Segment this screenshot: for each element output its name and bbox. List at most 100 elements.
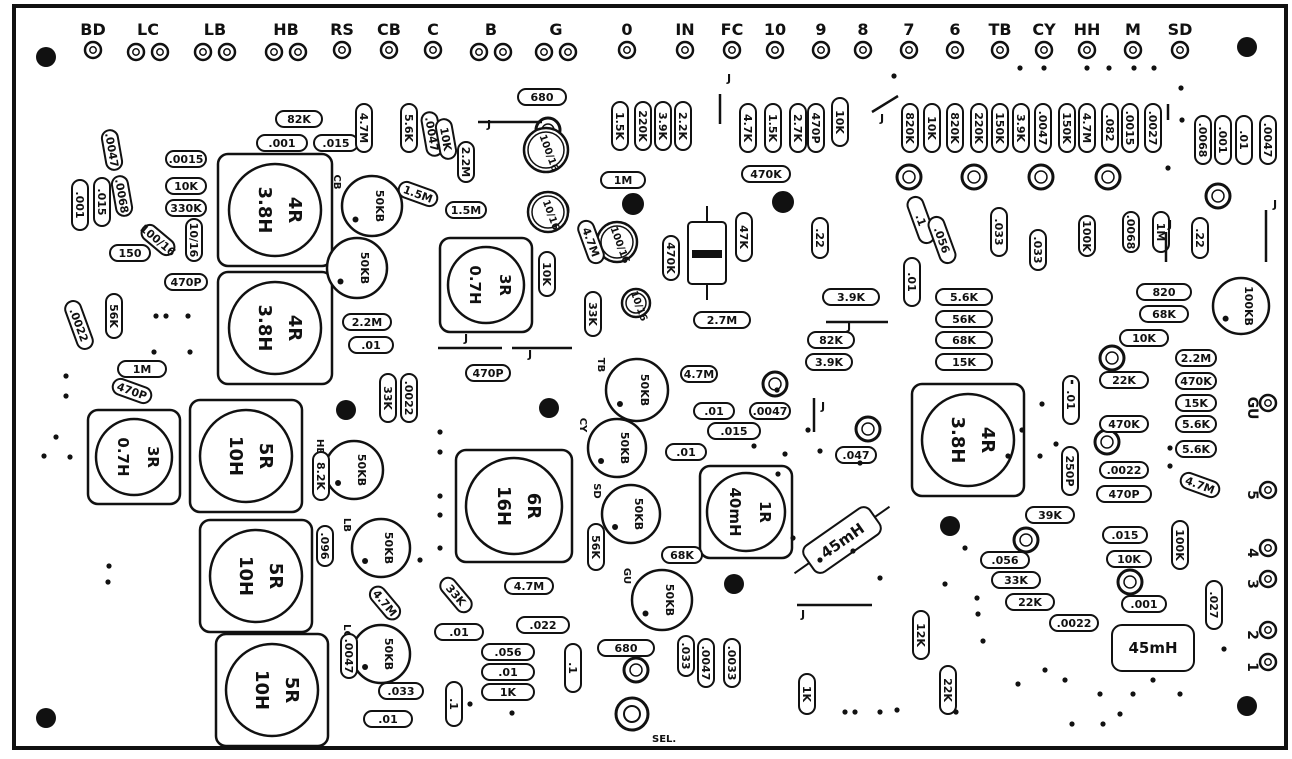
component-value: .015 [322,137,349,150]
component-value: .001 [1216,126,1229,153]
potentiometer: 100KB [1211,276,1271,336]
component-value: 4.7M [514,580,544,593]
component-value: 1K [500,686,517,699]
component: 470K [662,235,680,281]
via [1039,401,1045,407]
via [437,429,443,435]
via [1151,65,1157,71]
hardware-component [687,206,727,300]
component-value: .056 [991,554,1018,567]
component: 470P [1096,485,1152,503]
via [1019,427,1025,433]
component: 470P [465,364,511,382]
component: 1.5M [445,201,487,219]
component: .0047 [697,638,715,688]
component-value: .01 [905,272,918,292]
component-value: .01 [1237,130,1250,150]
component-value: .096 [318,532,331,559]
component: 82K [275,110,323,128]
component-value: .0022 [1057,617,1092,630]
pot-value: 50KB [632,498,645,530]
component: 220K [634,101,652,151]
coil-ref: 4R [977,427,998,454]
component-value: 820K [948,112,961,144]
jumper-label: J [846,320,851,333]
component: 1K [481,683,535,701]
component: 22K [1099,371,1149,389]
component-value: .0022 [1107,464,1142,477]
component-value: 250P [1063,455,1076,486]
component: 68K [935,331,993,349]
component-value: .1 [912,212,928,228]
via [467,701,473,707]
component-value: 1M [614,174,633,187]
via [1179,117,1185,123]
via [417,557,423,563]
connector-label: 8 [857,20,868,39]
component-value: 10K [437,126,454,152]
component: .01 [665,443,707,461]
coil-value: 10H [251,670,272,710]
component: 330K [165,199,207,217]
component-value: 22K [941,678,954,702]
component-value: 2.2M [1181,352,1211,365]
component-value: .027 [1207,591,1220,618]
component-value: 3.9K [1014,114,1027,142]
component: 470K [1099,415,1149,433]
connector-label: 1 [1244,662,1260,672]
pot-tag: HB [314,439,325,455]
component: .033 [1029,229,1047,271]
component-value: .022 [529,619,556,632]
via [53,434,59,440]
component: 470P [111,377,153,405]
component-value: 470K [1180,375,1212,388]
transistor [854,415,882,443]
component-value: 2.2K [676,112,689,140]
component: .1 [906,195,936,245]
component-value: .056 [494,646,521,659]
component-value: 1.5M [451,204,481,217]
jumper-wire [871,94,899,114]
component: .22 [1191,217,1209,259]
component-value: 15K [952,356,976,369]
component: 1M [600,171,646,189]
component: .047 [835,446,877,464]
component: 4.7M [577,219,605,265]
component-value: 10K [925,116,938,140]
connector-label: 3 [1244,579,1260,589]
component-value: 4.7M [684,368,714,381]
component-value: 10K [1117,553,1141,566]
select-switch: SEL. [614,696,676,745]
pot-tag: SD [591,483,602,499]
via [891,73,897,79]
component-value: 3.9K [815,356,843,369]
connector-label: LB [204,20,226,39]
component: .0047 [1259,115,1277,165]
component-value: .22 [813,228,826,248]
coil-value: 3.8H [947,417,968,464]
coil: 3R0.7H [86,408,182,506]
component: 2.7M [693,311,751,329]
component-value: 39K [1038,509,1062,522]
select-label: SEL. [652,734,676,745]
coil-ref: 4R [284,197,305,224]
component-value: .0047 [342,639,355,674]
component: .01 [693,402,735,420]
component: .0068 [110,175,134,217]
component: 10K [923,103,941,153]
component-value: 1M [1154,223,1167,242]
component: 3.9K [805,353,853,371]
via [437,493,443,499]
component: .033 [677,635,695,677]
via [857,460,863,466]
via [1069,721,1075,727]
component: 150K [991,103,1009,153]
via [1106,65,1112,71]
jumper-label: J [726,72,731,85]
via [509,710,515,716]
via [185,313,191,319]
coil-value: 3.8H [254,305,275,352]
